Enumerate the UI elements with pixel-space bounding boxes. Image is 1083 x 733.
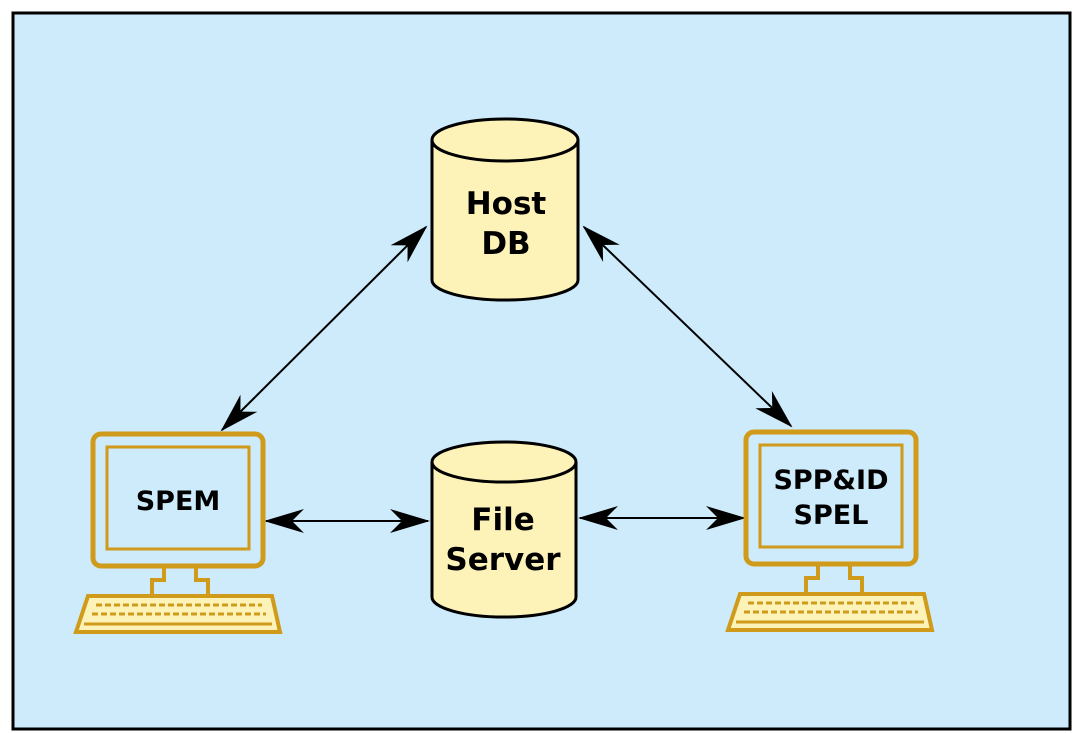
spem-label: SPEM	[136, 486, 221, 517]
connectors	[220, 225, 793, 533]
sppid-spel-node: SPP&ID SPEL	[725, 429, 935, 632]
database-cylinder-icon	[430, 440, 578, 619]
file-server-label-line1: File	[471, 502, 534, 538]
computer-terminal-icon	[725, 429, 935, 632]
spem-node: SPEM	[73, 431, 283, 634]
sppid-label-line2: SPEL	[794, 500, 869, 531]
connector-hostdb-sppid	[582, 225, 793, 428]
database-cylinder-icon	[430, 117, 580, 302]
file-server-node: File Server	[430, 440, 578, 619]
connector-hostdb-spem	[220, 225, 428, 432]
host-db-node: Host DB	[430, 117, 580, 302]
computer-terminal-icon	[73, 431, 283, 634]
host-db-label-line1: Host	[466, 186, 547, 222]
sppid-label-line1: SPP&ID	[773, 465, 888, 496]
file-server-label-line2: Server	[445, 542, 561, 578]
host-db-label-line2: DB	[481, 226, 530, 262]
